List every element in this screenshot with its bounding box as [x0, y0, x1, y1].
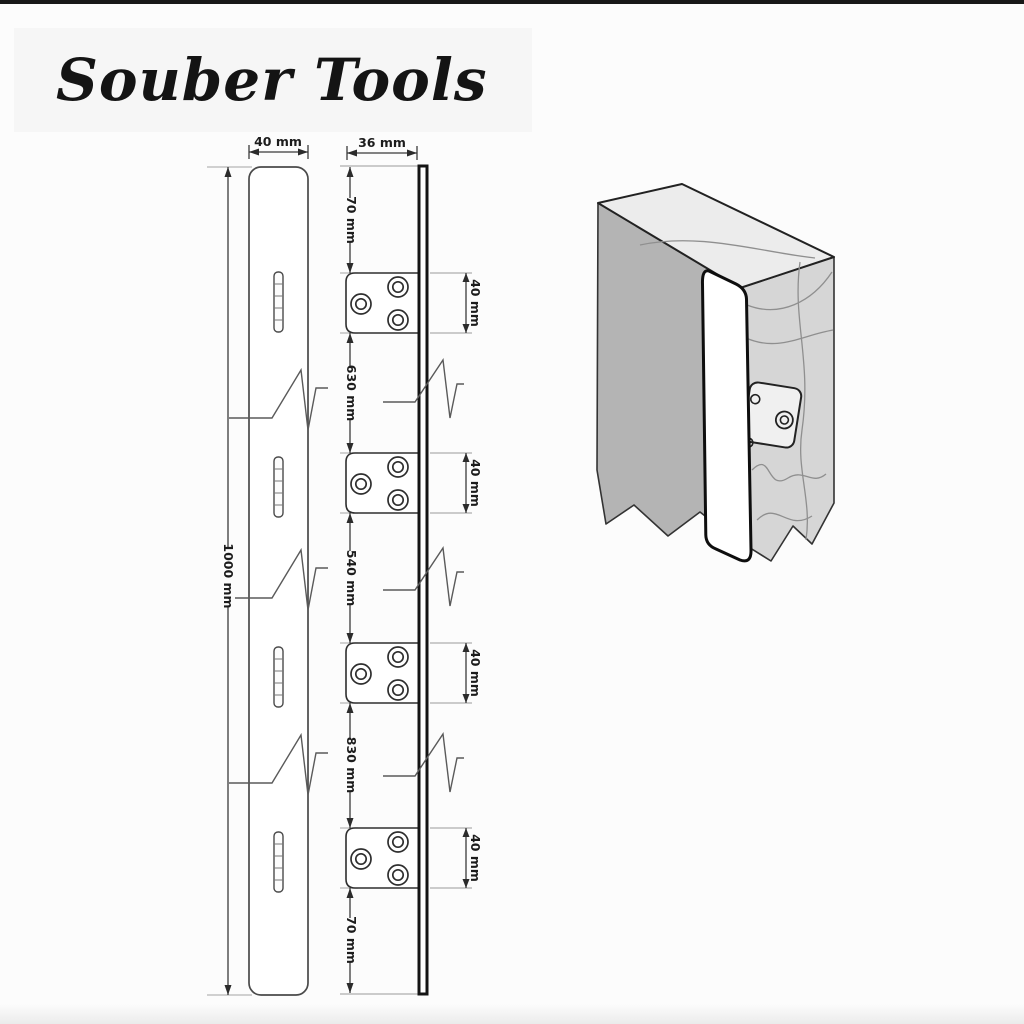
- front-view: 40 mm 1000 mm: [207, 134, 328, 996]
- hinge-plate: [345, 452, 428, 514]
- screw-hole: [779, 415, 790, 425]
- front-length-label: 1000 mm: [221, 543, 236, 608]
- installation-illustration: [596, 183, 835, 563]
- break-symbol: [383, 546, 464, 607]
- front-strip-body: [248, 166, 309, 996]
- top-border-rule: [0, 0, 1024, 4]
- plate-height-label: 40 mm: [468, 649, 483, 697]
- segment-label: 630 mm: [344, 365, 359, 422]
- strip-slot: [273, 646, 284, 708]
- plate-height-label: 40 mm: [468, 834, 483, 882]
- break-symbol: [229, 367, 328, 431]
- strip-3d: [700, 269, 753, 563]
- strip-slot: [273, 831, 284, 893]
- segment-label: 70 mm: [344, 916, 359, 964]
- bottom-shadow: [0, 1004, 1024, 1024]
- strip-slot: [273, 271, 284, 333]
- break-symbol: [229, 547, 328, 611]
- segment-dimension-chain: 70 mm 630 mm 540 mm 830 mm: [343, 167, 359, 993]
- side-view: 36 mm: [340, 135, 483, 996]
- break-symbol: [229, 732, 328, 796]
- front-width-label: 40 mm: [254, 134, 302, 149]
- screw-hole: [749, 393, 761, 405]
- screw-hole: [774, 410, 794, 430]
- side-width-label: 36 mm: [358, 135, 406, 150]
- side-strip-profile: [417, 164, 429, 996]
- segment-label: 70 mm: [344, 196, 359, 244]
- break-symbol: [383, 358, 464, 419]
- wood-block-top-face: [597, 183, 835, 289]
- hinge-plate: [345, 272, 428, 334]
- hinge-plate: [345, 642, 428, 704]
- wood-grain-lines: [639, 240, 834, 541]
- plate-height-dimensions: 40 mm 40 mm 40 mm 40 mm: [430, 272, 483, 889]
- brand-logo: Souber Tools: [56, 46, 488, 114]
- logo-band: Souber Tools: [14, 28, 532, 132]
- break-symbol: [383, 732, 464, 793]
- strip-slot: [273, 456, 284, 518]
- plate-height-label: 40 mm: [468, 279, 483, 327]
- plate-height-label: 40 mm: [468, 459, 483, 507]
- hinge-plate: [345, 827, 428, 889]
- segment-label: 830 mm: [344, 737, 359, 794]
- segment-label: 540 mm: [344, 550, 359, 607]
